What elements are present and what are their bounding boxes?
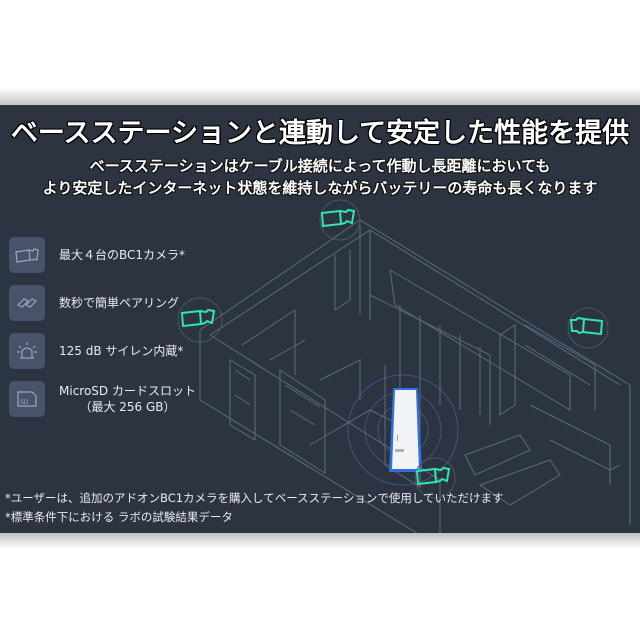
feature-label: 最大４台のBC1カメラ* <box>59 248 186 262</box>
banner-title: ベースステーションと連動して安定した性能を提供 <box>10 118 630 149</box>
feature-item-pairing: 数秒で簡単ペアリング <box>9 285 180 321</box>
camera-icon <box>9 237 45 273</box>
house-floorplan-diagram <box>177 199 631 533</box>
link-icon <box>9 285 45 321</box>
feature-label: 125 dB サイレン内蔵* <box>59 344 184 358</box>
sd-card-icon: SD <box>9 381 45 417</box>
bottom-shadow <box>0 533 640 549</box>
top-shadow <box>0 88 640 106</box>
base-station-device <box>389 388 422 472</box>
footnote-addon-cameras: *ユーザーは、追加のアドオンBC1カメラを購入してベースステーションで使用してい… <box>5 491 504 505</box>
feature-label-line2: （最大 256 GB） <box>79 400 176 414</box>
footnote-lab-results: *標準条件下における ラボの試験結果データ <box>5 510 233 524</box>
banner-subtitle-line1: ベースステーションはケーブル接続によって作動し長距離においても <box>89 157 551 175</box>
feature-item-microsd: SD MicroSD カードスロット （最大 256 GB） <box>9 381 196 417</box>
feature-item-siren: 125 dB サイレン内蔵* <box>9 333 184 369</box>
feature-label: 数秒で簡単ペアリング <box>59 296 180 310</box>
feature-label: MicroSD カードスロット （最大 256 GB） <box>59 383 196 415</box>
feature-label-line1: MicroSD カードスロット <box>59 384 196 398</box>
banner-subtitle-line2: より安定したインターネット状態を維持しながらバッテリーの寿命も長くなります <box>42 179 598 197</box>
svg-text:SD: SD <box>20 399 29 406</box>
siren-icon <box>9 333 45 369</box>
feature-banner: ベースステーションと連動して安定した性能を提供 ベースステーションはケーブル接続… <box>0 105 640 533</box>
feature-item-cameras: 最大４台のBC1カメラ* <box>9 237 186 273</box>
camera-markers <box>177 199 609 499</box>
